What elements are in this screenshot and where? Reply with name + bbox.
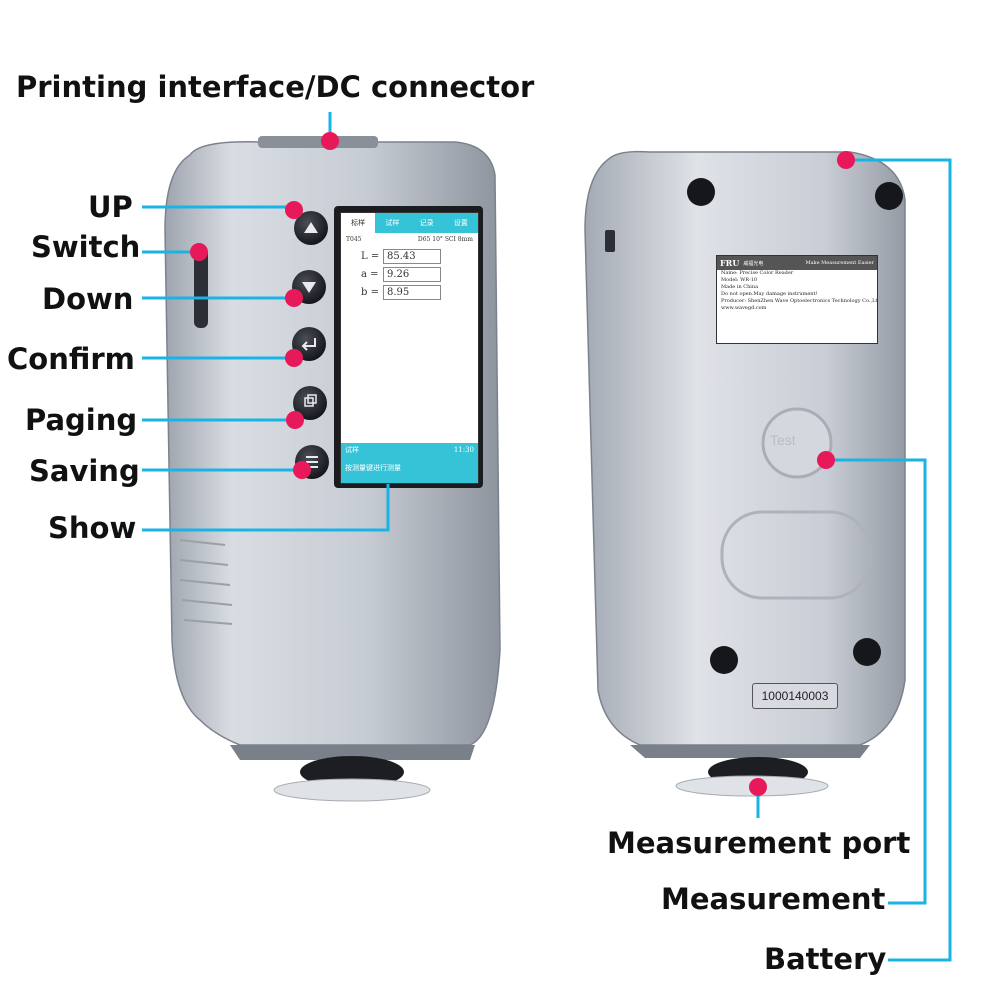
plate-model: Model: WR-10	[721, 277, 758, 283]
label-printing-interface: Printing interface/DC connector	[16, 70, 535, 104]
dot-printing	[321, 132, 339, 150]
a-value: 9.26	[383, 267, 441, 282]
pointer-lines	[142, 158, 952, 962]
label-down: Down	[42, 282, 134, 316]
dot-saving	[293, 461, 311, 479]
dot-confirm	[285, 349, 303, 367]
b-label: b =	[361, 287, 379, 298]
dot-battery	[837, 151, 855, 169]
down-arrow-icon	[302, 282, 316, 293]
pointer-line-measurement	[826, 458, 927, 905]
up-arrow-icon	[304, 222, 318, 233]
measure-conditions: D65 10° SCI 8mm	[417, 236, 473, 243]
dot-measurement	[817, 451, 835, 469]
tab-record: 记录	[409, 213, 444, 233]
label-switch: Switch	[31, 230, 141, 264]
l-row: L = 85.43	[361, 249, 478, 264]
tab-sample: 试样	[375, 213, 410, 233]
label-paging: Paging	[25, 403, 138, 437]
tab-settings: 设置	[443, 213, 478, 233]
screw	[687, 178, 715, 206]
device-screen: 标样 试样 记录 设置 T045 D65 10° SCI 8mm L = 85.…	[340, 212, 479, 484]
l-value: 85.43	[383, 249, 441, 264]
test-button[interactable]	[761, 407, 833, 479]
plate-origin: Made in China	[721, 284, 759, 290]
pointer-line-battery	[847, 158, 952, 962]
a-label: a =	[361, 269, 379, 280]
screen-footer: 试样 11:30 按测量键进行测量	[341, 443, 478, 483]
nameplate: FRU 威福光电 Make Measurement Easier Name: P…	[716, 255, 878, 344]
enter-icon	[301, 338, 316, 351]
plate-name: Name: Precise Color Reader	[721, 270, 794, 276]
pointer-dots	[190, 132, 855, 796]
sample-id: T045	[346, 236, 362, 243]
footer-time: 11:30	[453, 446, 474, 454]
label-show: Show	[48, 511, 137, 545]
slogan: Make Measurement Easier	[805, 260, 874, 266]
label-up: UP	[88, 190, 133, 224]
serial-number: 1000140003	[752, 683, 838, 709]
dot-down	[285, 289, 303, 307]
label-confirm: Confirm	[7, 342, 135, 376]
test-label: Test	[770, 432, 796, 448]
dot-measurement-port	[749, 778, 767, 796]
footer-hint: 按测量键进行测量	[345, 464, 401, 472]
l-label: L =	[361, 251, 380, 262]
brand-logo: FRU	[720, 258, 740, 268]
plate-producer: Producer: ShenZhen Wave Optoelectronics …	[721, 298, 878, 304]
plate-website: www.wavegd.com	[721, 305, 767, 311]
paging-icon	[304, 397, 314, 407]
battery-cover	[720, 510, 872, 600]
a-row: a = 9.26	[361, 267, 478, 282]
label-measurement: Measurement	[661, 882, 886, 916]
power-switch[interactable]	[194, 248, 208, 328]
usb-port	[605, 230, 615, 252]
screen-tabs: 标样 试样 记录 设置	[341, 213, 478, 233]
brand-cn: 威福光电	[743, 260, 764, 267]
screw	[710, 646, 738, 674]
plate-warning: Do not open.May damage instrument!	[721, 291, 818, 297]
screw	[875, 182, 903, 210]
dot-paging	[286, 411, 304, 429]
b-row: b = 8.95	[361, 285, 478, 300]
dot-switch	[190, 243, 208, 261]
tab-standard: 标样	[341, 213, 376, 233]
label-battery: Battery	[764, 942, 887, 976]
label-saving: Saving	[29, 454, 140, 488]
dot-up	[285, 201, 303, 219]
b-value: 8.95	[383, 285, 441, 300]
back-device	[584, 150, 906, 797]
footer-sample: 试样	[345, 446, 359, 454]
label-measurement-port: Measurement port	[607, 826, 911, 860]
screw	[853, 638, 881, 666]
